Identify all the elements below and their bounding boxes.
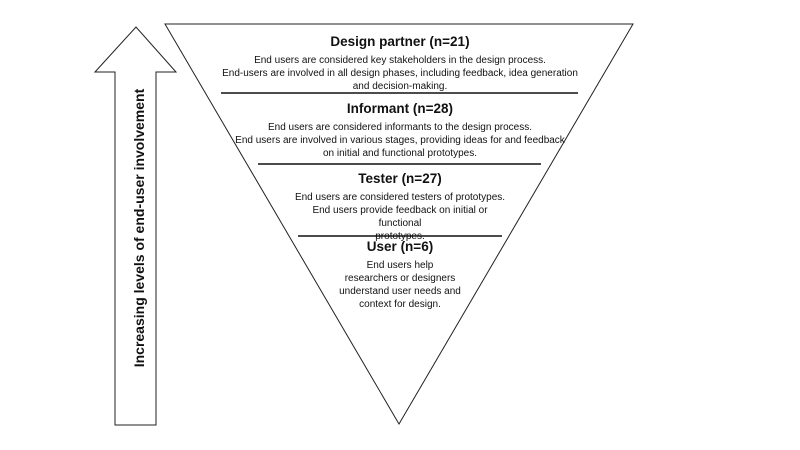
- description-line: End users are considered informants to t…: [267, 122, 533, 133]
- arrow-axis-label: Increasing levels of end-user involvemen…: [131, 88, 147, 368]
- description-line: End users are considered key stakeholder…: [254, 55, 546, 66]
- level-title: Informant (n=28): [346, 101, 454, 116]
- description-line: prototypes.: [375, 231, 425, 242]
- up-arrow-shape: [93, 26, 178, 426]
- description-line: on initial and functional prototypes.: [323, 148, 477, 159]
- description-line: End users provide feedback on initial or…: [312, 205, 488, 229]
- level-description: End users are considered informants to t…: [230, 121, 570, 160]
- level-tester: Tester (n=27) End users are considered t…: [290, 170, 510, 243]
- level-informant: Informant (n=28) End users are considere…: [230, 100, 570, 160]
- level-title: Tester (n=27): [358, 171, 442, 186]
- level-description: End users help researchers or designers …: [320, 259, 480, 311]
- description-line: End users are involved in various stages…: [235, 135, 565, 146]
- description-line: End-users are involved in all design pha…: [222, 68, 578, 79]
- level-title: Design partner (n=21): [330, 34, 470, 49]
- description-line: understand user needs and: [339, 286, 461, 297]
- description-line: and decision-making.: [352, 81, 448, 92]
- level-description: End users are considered key stakeholder…: [220, 54, 580, 93]
- level-user: User (n=6) End users help researchers or…: [320, 238, 480, 311]
- description-line: researchers or designers: [344, 273, 456, 284]
- inverted-triangle: [164, 23, 634, 425]
- description-line: context for design.: [359, 299, 441, 310]
- level-title: User (n=6): [366, 239, 434, 254]
- level-description: End users are considered testers of prot…: [290, 191, 510, 243]
- description-line: End users are considered testers of prot…: [294, 192, 506, 203]
- level-design-partner: Design partner (n=21) End users are cons…: [220, 33, 580, 93]
- description-line: End users help: [366, 260, 434, 271]
